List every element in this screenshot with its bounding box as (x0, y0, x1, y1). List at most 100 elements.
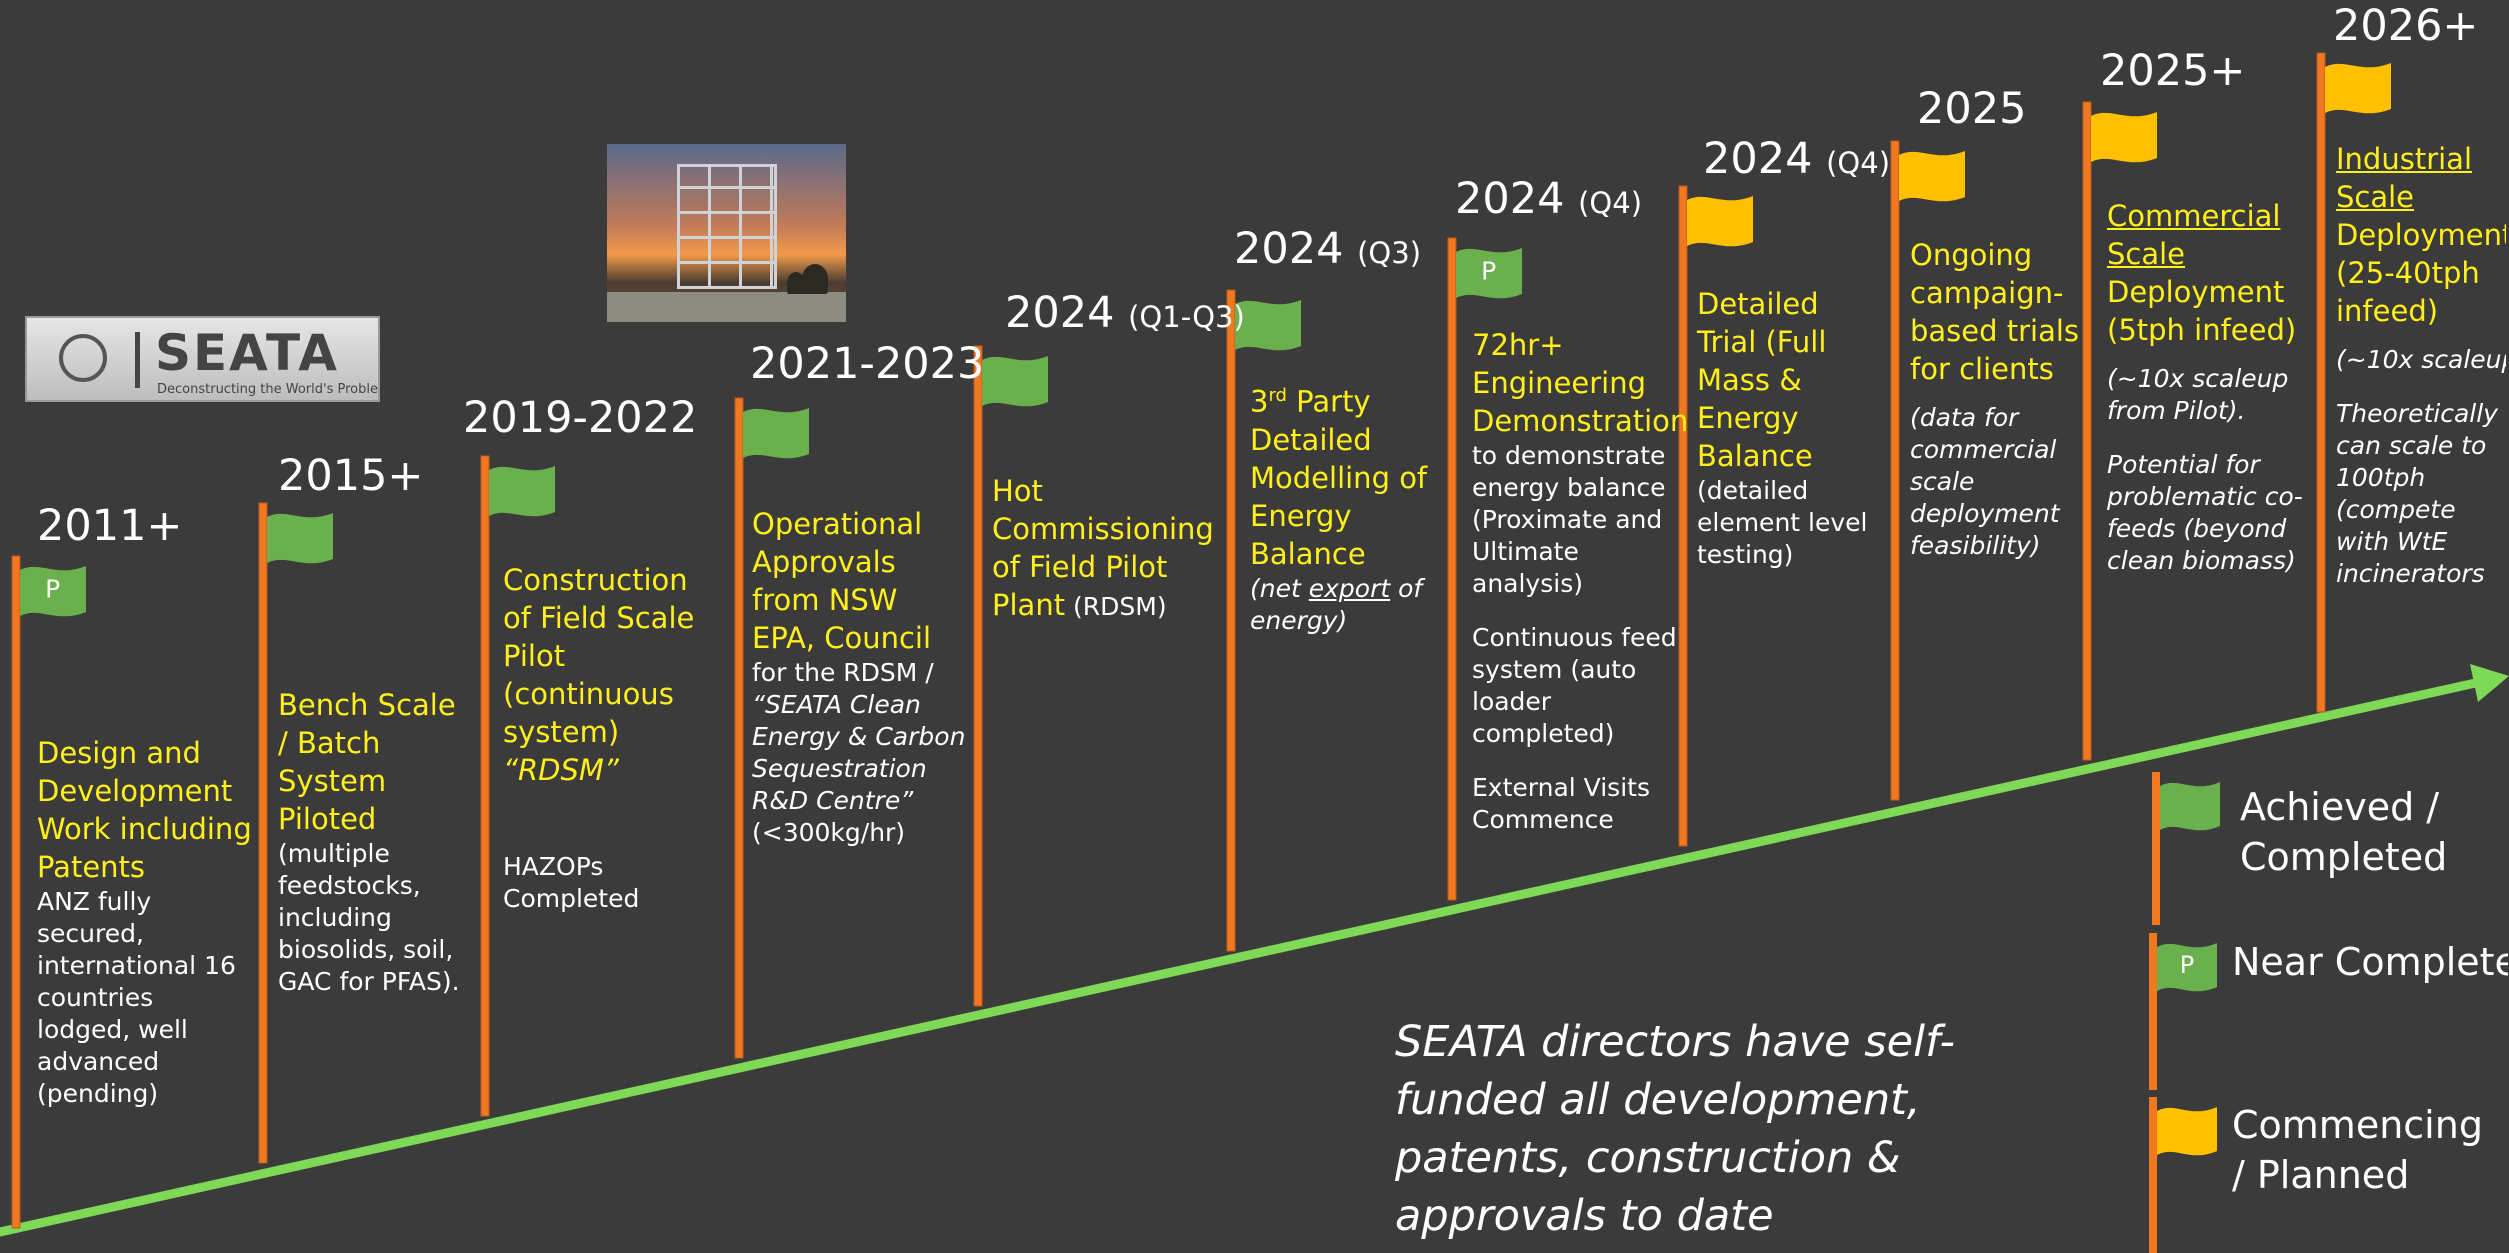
legend-pole (2152, 772, 2160, 925)
milestone-pole (1226, 289, 1236, 952)
milestone-description: Design and Development Work including Pa… (37, 734, 252, 1110)
flag-letter: P (2180, 951, 2194, 979)
photo-tree (787, 272, 805, 294)
logo-ring-icon (59, 334, 107, 382)
milestone-description: Bench Scale / Batch System Piloted (mult… (278, 686, 468, 998)
planned-flag-icon (1687, 196, 1753, 247)
plant-tower (677, 164, 777, 289)
milestone-detail: (~10x scaleup from commercial (2336, 345, 2506, 374)
flag-letter: P (45, 574, 60, 603)
milestone-year: 2024 (Q3) (1234, 224, 1422, 274)
milestone-detail: (RDSM) (1065, 592, 1167, 621)
milestone-title: Construction of Field Scale Pilot (conti… (503, 563, 695, 749)
milestone-detail: HAZOPs Completed (503, 852, 640, 913)
milestone-detail: (<300kg/hr) (752, 818, 906, 847)
milestone-pole (258, 502, 268, 1164)
milestone-title: Deployment (5tph infeed) (2107, 275, 2297, 347)
milestone-description: Commercial Scale Deployment (5tph infeed… (2107, 197, 2312, 577)
pending-flag-icon (2157, 943, 2217, 992)
funding-footnote: SEATA directors have self-funded all dev… (1395, 1017, 1955, 1241)
planned-flag-icon (2325, 63, 2391, 114)
milestone-detail: Theoretically can scale to 100tph (compe… (2336, 399, 2498, 588)
photo-ground (607, 292, 846, 322)
milestone-title: Deployment (25-40tph infeed) (2336, 218, 2506, 328)
milestone-title: Detailed Trial (Full Mass & Energy Balan… (1697, 287, 1827, 473)
milestone-year: 2025 (1917, 84, 2027, 134)
flag-letter: P (1481, 256, 1496, 285)
milestone-pole (1890, 140, 1900, 801)
milestone-year: 2019-2022 (463, 393, 698, 443)
milestone-detail: to demonstrate energy balance (Proximate… (1472, 441, 1666, 598)
milestone-year: 2024 (Q4) (1703, 134, 1891, 184)
pending-flag-icon (20, 566, 86, 617)
completed-flag-icon (743, 408, 809, 459)
milestone-title: Design and Development Work including Pa… (37, 736, 252, 884)
logo-name: SEATA (155, 324, 339, 382)
milestone-description: Construction of Field Scale Pilot (conti… (503, 561, 718, 915)
milestone-pole (11, 555, 21, 1229)
milestone-pole (2082, 101, 2092, 761)
logo-tagline: Deconstructing the World's Problems (157, 382, 380, 397)
pilot-plant-photo (607, 144, 846, 322)
milestone-pole (2316, 52, 2326, 713)
milestone-description: 72hr+ Engineering Demonstration to demon… (1472, 326, 1689, 836)
milestone-pole (1447, 237, 1457, 901)
milestone-detail: Continuous feed system (auto loader comp… (1472, 623, 1677, 748)
completed-flag-icon (1235, 300, 1301, 351)
milestone-description: 3rd Party Detailed Modelling of Energy B… (1250, 377, 1470, 637)
planned-flag-icon (2157, 1107, 2217, 1156)
timeline-arrowhead (2470, 664, 2509, 702)
milestone-title: Operational Approvals from NSW EPA, Coun… (752, 507, 932, 655)
milestone-pole (973, 345, 983, 1007)
legend-label-pending: Near Complete / Pending (2232, 940, 2508, 984)
milestone-year: 2024 (Q4) (1455, 174, 1643, 224)
milestone-pole (734, 397, 744, 1059)
milestone-year: 2015+ (278, 451, 424, 501)
seata-logo: SEATA Deconstructing the World's Problem… (25, 316, 380, 402)
milestone-detail: (data for commercial scale deployment fe… (1910, 403, 2060, 560)
milestone-year: 2024 (Q1-Q3) (1005, 288, 1245, 338)
milestone-detail: (multiple feedstocks, including biosolid… (278, 839, 460, 996)
milestone-detail: ANZ fully secured, international 16 coun… (37, 887, 236, 1108)
milestone-title: Commercial Scale (2107, 199, 2281, 271)
milestone-description: Hot Commissioning of Field Pilot Plant (… (992, 472, 1214, 624)
milestone-detail: for the RDSM / (752, 658, 934, 687)
milestone-description: Detailed Trial (Full Mass & Energy Balan… (1697, 285, 1887, 571)
legend-label-achieved: Achieved / Completed (2240, 785, 2448, 879)
legend-pole (2149, 933, 2157, 1090)
milestone-title-italic: “RDSM” (503, 753, 619, 787)
milestone-pole (1678, 185, 1688, 847)
legend-pole (2149, 1097, 2157, 1253)
milestone-title: Ongoing campaign-based trials for client… (1910, 238, 2080, 386)
milestone-detail: Potential for problematic co-feeds (beyo… (2107, 450, 2303, 575)
milestone-description: Industrial Scale Deployment (25-40tph in… (2336, 140, 2506, 590)
completed-flag-icon (489, 466, 555, 517)
milestone-title: 72hr+ Engineering Demonstration (1472, 328, 1689, 438)
timeline-arrow-line (0, 677, 2485, 1237)
planned-flag-icon (2091, 112, 2157, 163)
pending-flag-icon (1456, 248, 1522, 299)
milestone-title: Bench Scale / Batch System Piloted (278, 688, 456, 836)
completed-flag-icon (2160, 782, 2220, 831)
milestone-detail: (~10x scaleup from Pilot). (2107, 364, 2289, 425)
milestone-year: 2026+ (2333, 1, 2479, 51)
completed-flag-icon (267, 513, 333, 564)
milestone-description: Operational Approvals from NSW EPA, Coun… (752, 505, 967, 849)
milestone-detail-italic: “SEATA Clean Energy & Carbon Sequestrati… (752, 690, 966, 815)
milestone-title: 3rd Party Detailed Modelling of Energy B… (1250, 384, 1428, 571)
logo-divider (135, 332, 140, 388)
milestone-pole (480, 455, 490, 1117)
planned-flag-icon (1899, 151, 1965, 202)
milestone-title: Hot Commissioning of Field Pilot Plant (992, 474, 1214, 622)
milestone-description: Ongoing campaign-based trials for client… (1910, 236, 2090, 562)
milestone-detail: External Visits Commence (1472, 773, 1650, 834)
milestone-year: 2011+ (37, 501, 183, 551)
completed-flag-icon (982, 356, 1048, 407)
milestone-year: 2025+ (2100, 46, 2246, 96)
milestone-detail: (detailed element level testing) (1697, 476, 1868, 569)
legend-label-planned: Commencing / Planned (2232, 1103, 2483, 1197)
photo-tree (802, 264, 828, 294)
milestone-title: Industrial Scale (2336, 142, 2473, 214)
milestone-year: 2021-2023 (750, 339, 985, 389)
